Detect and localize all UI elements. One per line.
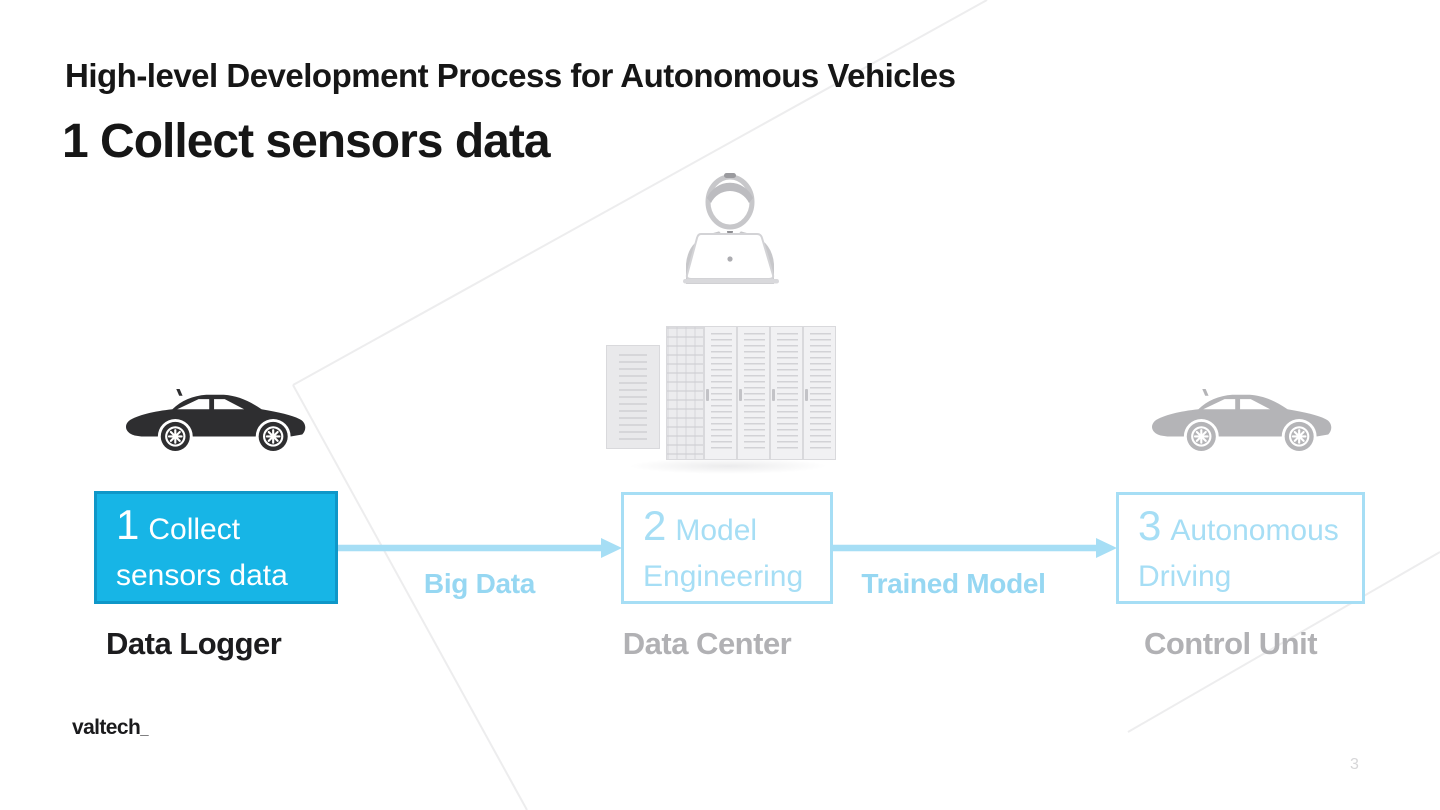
server-door	[770, 326, 803, 460]
arrow-big-data	[338, 538, 622, 558]
slide-kicker: High-level Development Process for Auton…	[65, 57, 956, 94]
server-racks-icon	[598, 318, 842, 474]
arrow-label-trained-model: Trained Model	[861, 568, 1046, 599]
caption-data-center: Data Center	[622, 626, 792, 661]
caption-data-logger: Data Logger	[106, 626, 282, 661]
logo-mark: _	[140, 721, 148, 738]
server-shadow	[628, 458, 828, 474]
page-number: 3	[1350, 756, 1359, 773]
step-number: 1	[116, 501, 140, 548]
gray-sedan-car-icon	[1150, 387, 1333, 452]
step-label-line1: Model	[675, 514, 758, 547]
page-title: 1 Collect sensors data	[62, 115, 551, 168]
step-number: 2	[643, 502, 667, 549]
server-side-panel	[666, 326, 704, 460]
server-door	[704, 326, 737, 460]
black-sedan-car-icon	[124, 387, 307, 452]
valtech-logo: valtech_	[72, 716, 149, 740]
step-label-line1: Autonomous	[1170, 514, 1339, 547]
server-door	[803, 326, 836, 460]
arrow-trained-model	[833, 538, 1117, 558]
caption-control-unit: Control Unit	[1143, 626, 1318, 661]
server-door	[737, 326, 770, 460]
arrow-label-big-data: Big Data	[423, 568, 536, 599]
logo-text: valtech	[72, 716, 141, 739]
step-label-line2: Driving	[1138, 560, 1232, 593]
step-number: 3	[1138, 502, 1162, 549]
step-label-line2: Engineering	[643, 560, 804, 593]
server-cabinet	[606, 345, 660, 449]
step-label-line2: sensors data	[116, 559, 288, 592]
step-label-line1: Collect	[148, 513, 241, 546]
developer-at-laptop-icon	[683, 173, 779, 284]
